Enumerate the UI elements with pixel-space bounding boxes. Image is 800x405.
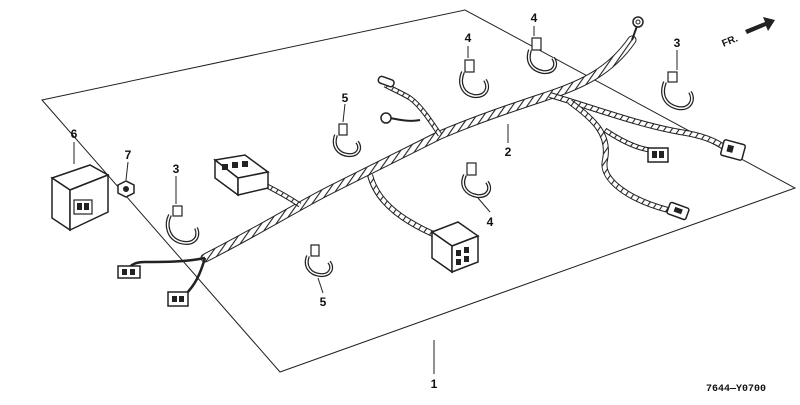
square-connector	[430, 221, 480, 274]
clip-5-upper	[332, 123, 362, 158]
callout-5-upper: 5	[341, 91, 349, 105]
lower-left-connector-b	[167, 291, 189, 307]
relay-unit	[50, 164, 110, 232]
callout-1: 1	[430, 377, 438, 391]
upper-branch-harness	[377, 75, 443, 137]
right-connector-c	[666, 201, 690, 221]
lower-left-connector-a	[117, 265, 141, 279]
callout-3-right: 3	[673, 36, 681, 50]
callout-4-top-right: 4	[530, 11, 538, 25]
callout-4-top-left: 4	[464, 31, 472, 45]
lower-branch-harness	[367, 174, 440, 239]
clip-3-left	[165, 205, 200, 245]
right-branch-harness	[549, 92, 727, 213]
callout-6: 6	[70, 127, 78, 141]
clip-3-right	[661, 71, 694, 111]
clip-4-middle	[461, 162, 492, 199]
assembly-outline	[41, 9, 797, 373]
leader-lines	[73, 26, 678, 374]
clip-4-top-left	[459, 59, 490, 99]
clip-4-top-right	[526, 37, 558, 75]
callout-4-middle: 4	[486, 215, 494, 229]
callout-2: 2	[504, 145, 512, 159]
nut	[117, 180, 135, 198]
right-connector-a	[647, 147, 669, 163]
callout-5-lower: 5	[319, 295, 327, 309]
diagram-code: 7644—Y0700	[706, 384, 767, 395]
clip-5-lower	[304, 244, 334, 278]
trunk-connector-left	[213, 154, 302, 208]
ring-terminal	[631, 16, 644, 41]
callout-7: 7	[124, 148, 132, 162]
callout-3-left: 3	[172, 162, 180, 176]
front-direction-arrow-icon	[745, 17, 775, 34]
right-connector-b	[720, 139, 746, 161]
